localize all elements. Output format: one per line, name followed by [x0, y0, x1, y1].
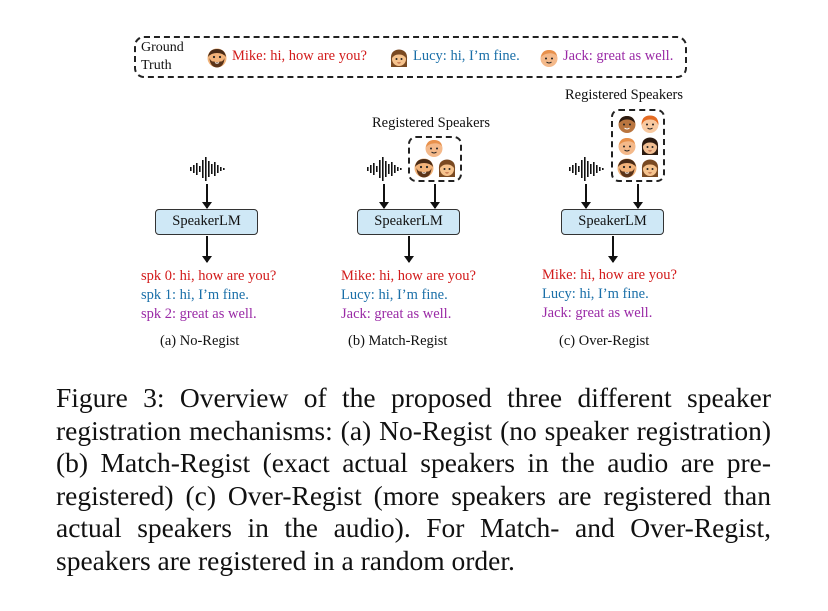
- arrow-registered-to-model-b: [430, 184, 440, 209]
- arrow-audio-to-model-b: [379, 184, 389, 209]
- arrow-audio-to-model-a: [202, 184, 212, 209]
- output-b-line2: Lucy: hi, I’m fine.: [341, 287, 448, 303]
- woman-face-icon: [389, 48, 409, 68]
- arrow-model-to-output-b: [404, 236, 414, 263]
- bearded-man-face-icon: [414, 158, 434, 178]
- dark-woman-face-icon: [640, 136, 660, 156]
- ginger-face-icon: [640, 114, 660, 134]
- output-c-line3: Jack: great as well.: [542, 305, 653, 321]
- arrow-audio-to-model-c: [581, 184, 591, 209]
- output-a-line2: spk 1: hi, I’m fine.: [141, 287, 249, 303]
- ground-truth-mike: Mike: hi, how are you?: [232, 48, 367, 64]
- figure-caption: Figure 3: Overview of the proposed three…: [56, 382, 771, 576]
- subcaption-a: (a) No-Regist: [160, 333, 240, 349]
- ground-truth-box: [134, 36, 687, 78]
- ground-truth-label: Ground Truth: [141, 40, 184, 73]
- ground-truth-lucy: Lucy: hi, I’m fine.: [413, 48, 520, 64]
- output-b-line3: Jack: great as well.: [341, 306, 452, 322]
- output-b-line1: Mike: hi, how are you?: [341, 268, 476, 284]
- registered-speakers-box-c: [611, 109, 665, 182]
- bearded-man-face-icon: [617, 158, 637, 178]
- man-face-icon: [539, 48, 559, 68]
- bearded-man-face-icon: [207, 48, 227, 68]
- speakerlm-box-c: SpeakerLM: [561, 209, 664, 235]
- registered-speakers-box-b: [408, 136, 462, 182]
- waveform-icon: [568, 157, 604, 181]
- arrow-registered-to-model-c: [633, 184, 643, 209]
- speakerlm-box-b: SpeakerLM: [357, 209, 460, 235]
- arrow-model-to-output-c: [608, 236, 618, 263]
- output-a-line1: spk 0: hi, how are you?: [141, 268, 277, 284]
- subcaption-c: (c) Over-Regist: [559, 333, 650, 349]
- speakerlm-box-a: SpeakerLM: [155, 209, 258, 235]
- woman-face-icon: [640, 158, 660, 178]
- man-face-icon: [424, 138, 444, 158]
- waveform-icon: [366, 157, 402, 181]
- registered-speakers-title-c: Registered Speakers: [565, 87, 683, 103]
- man-face-icon: [617, 136, 637, 156]
- registered-speakers-title-b: Registered Speakers: [372, 115, 490, 131]
- arrow-model-to-output-a: [202, 236, 212, 263]
- output-a-line3: spk 2: great as well.: [141, 306, 257, 322]
- subcaption-b: (b) Match-Regist: [348, 333, 448, 349]
- output-c-line2: Lucy: hi, I’m fine.: [542, 286, 649, 302]
- dark-man-face-icon: [617, 114, 637, 134]
- woman-face-icon: [437, 158, 457, 178]
- output-c-line1: Mike: hi, how are you?: [542, 267, 677, 283]
- waveform-icon: [189, 157, 225, 181]
- ground-truth-jack: Jack: great as well.: [563, 48, 674, 64]
